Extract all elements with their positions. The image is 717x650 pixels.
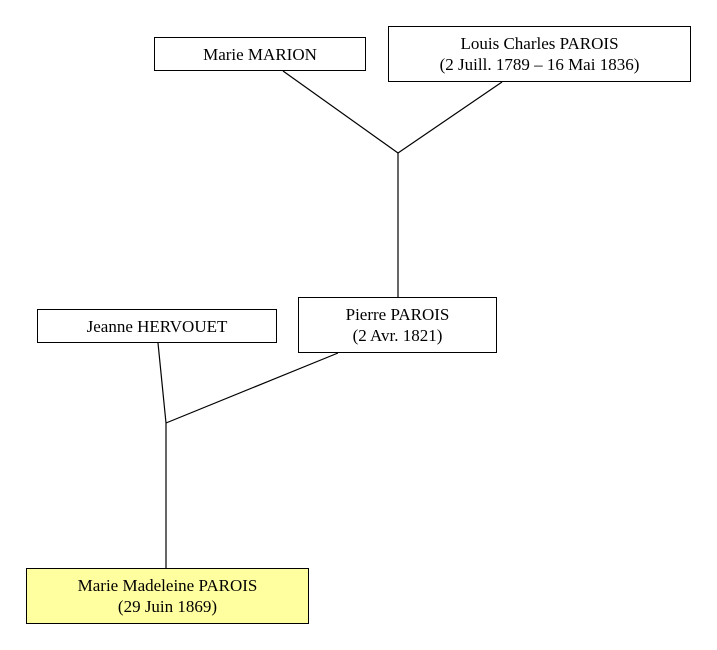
person-box-marie-marion[interactable]: Marie MARION: [154, 37, 366, 71]
link-louis-to-union: [397, 81, 503, 154]
link-pierre-to-union: [165, 352, 339, 424]
person-name: Pierre PAROIS: [345, 305, 450, 324]
person-name: Marie Madeleine PAROIS: [77, 576, 258, 595]
person-name: Jeanne HERVOUET: [86, 316, 228, 336]
person-name: Louis Charles PAROIS: [460, 34, 619, 53]
person-name: Marie MARION: [203, 44, 317, 64]
person-dates: (2 Avr. 1821): [352, 326, 443, 345]
person-box-louis-charles-parois[interactable]: Louis Charles PAROIS (2 Juill. 1789 – 16…: [388, 26, 691, 82]
link-jeanne-to-union: [157, 342, 167, 424]
person-box-marie-madeleine-parois[interactable]: Marie Madeleine PAROIS (29 Juin 1869): [26, 568, 309, 624]
link-marie-marion-to-union: [282, 70, 399, 154]
person-box-jeanne-hervouet[interactable]: Jeanne HERVOUET: [37, 309, 277, 343]
person-dates: (29 Juin 1869): [117, 597, 218, 616]
person-box-pierre-parois[interactable]: Pierre PAROIS (2 Avr. 1821): [298, 297, 497, 353]
person-dates: (2 Juill. 1789 – 16 Mai 1836): [439, 55, 640, 74]
